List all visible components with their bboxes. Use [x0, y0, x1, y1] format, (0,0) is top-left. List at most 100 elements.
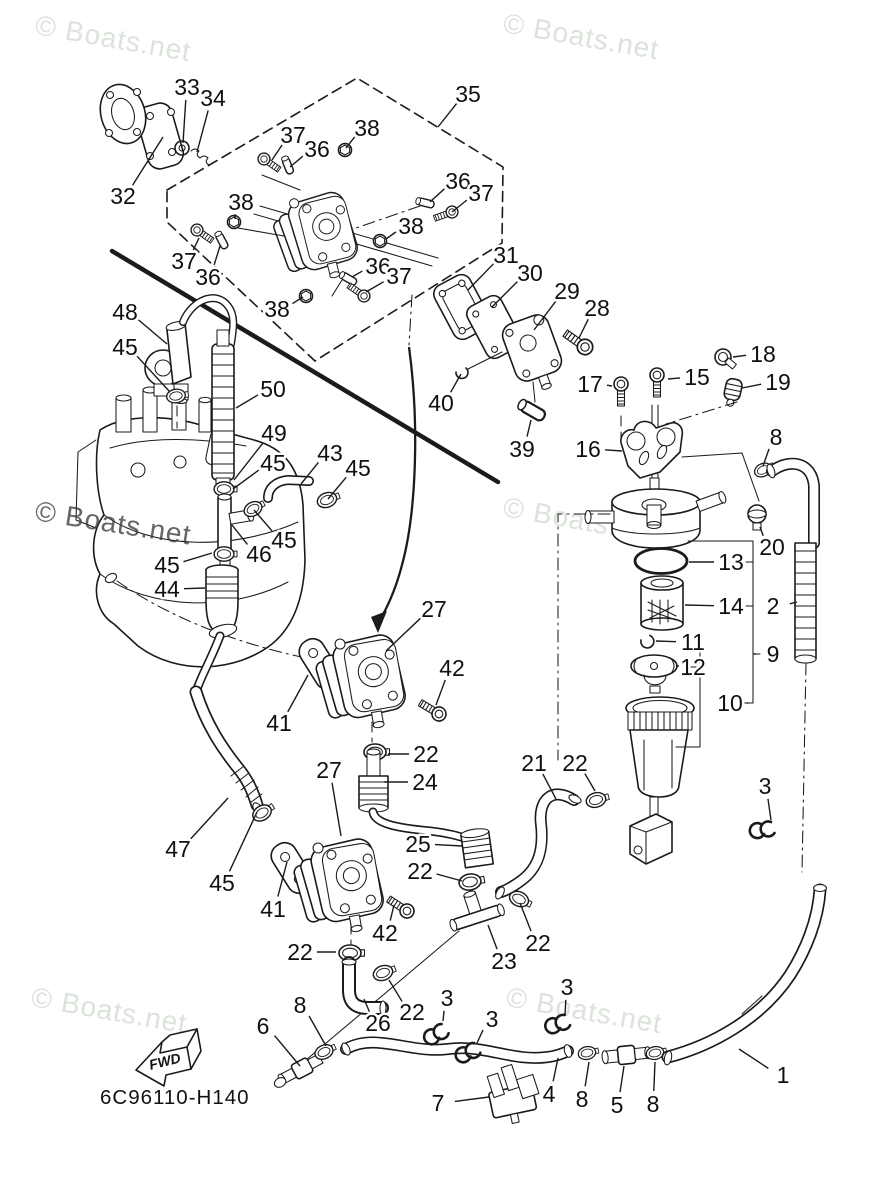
callout-22: 22 — [399, 999, 425, 1025]
detail-arrow-head — [371, 611, 387, 633]
callout-30: 30 — [517, 260, 543, 286]
leader-line — [655, 640, 677, 643]
leader-line — [533, 300, 557, 331]
float-12 — [630, 654, 678, 694]
leader-line — [476, 1029, 484, 1044]
leader-line — [183, 587, 206, 590]
leader-line — [435, 679, 446, 706]
callout-32: 32 — [110, 183, 136, 209]
callout-36: 36 — [195, 264, 221, 290]
hose-47 — [189, 685, 264, 816]
callout-49: 49 — [261, 420, 287, 446]
leader-line — [578, 318, 589, 339]
callout-45: 45 — [271, 527, 297, 553]
callout-36: 36 — [445, 168, 471, 194]
resonator-44 — [205, 564, 239, 639]
hose-1 — [661, 883, 828, 1066]
upper-pump-gasket-group — [432, 273, 597, 424]
callout-45: 45 — [154, 552, 180, 578]
leader-line — [584, 1061, 590, 1087]
leader-line — [388, 979, 403, 1002]
leader-line — [667, 377, 681, 380]
leader-line — [277, 861, 288, 897]
seal-33 — [174, 140, 190, 156]
leader-line — [327, 476, 347, 500]
callout-3: 3 — [759, 773, 772, 799]
leader-line — [231, 524, 248, 545]
callout-17: 17 — [577, 371, 603, 397]
mid-pumps — [265, 628, 535, 1061]
callout-8: 8 — [576, 1086, 589, 1112]
callout-1: 1 — [777, 1062, 790, 1088]
arrow-lead — [408, 294, 413, 346]
callout-3: 3 — [486, 1006, 499, 1032]
callout-10: 10 — [717, 690, 743, 716]
callout-42: 42 — [372, 920, 398, 946]
leader-line — [385, 617, 422, 652]
leader-line — [542, 773, 557, 800]
callout-25: 25 — [405, 831, 431, 857]
hose-21 — [495, 513, 612, 900]
leader-line — [308, 1015, 327, 1047]
leader-line — [762, 448, 770, 467]
callout-19: 19 — [765, 369, 791, 395]
watermark: © Boats.net — [501, 7, 662, 65]
leader-line — [233, 442, 264, 481]
callout-41: 41 — [266, 710, 292, 736]
leader-line — [619, 1065, 625, 1093]
callout-34: 34 — [200, 85, 226, 111]
diagram-code: 6C96110-H140 — [100, 1086, 250, 1109]
leader-line — [253, 509, 273, 532]
callout-38: 38 — [264, 296, 290, 322]
section-lines — [109, 77, 504, 633]
leader-line — [606, 384, 613, 387]
bracket-group-9-10 — [687, 540, 761, 704]
leader-line — [131, 136, 164, 186]
leader-line — [552, 1057, 559, 1082]
leader-line — [519, 902, 532, 932]
leader-line — [741, 383, 762, 389]
leader-line — [300, 462, 319, 485]
leader-line — [436, 873, 463, 882]
leader-line — [136, 355, 171, 393]
callout-14: 14 — [718, 593, 744, 619]
callout-36: 36 — [365, 253, 391, 279]
callout-27: 27 — [421, 596, 447, 622]
leader-line — [451, 199, 468, 213]
leader-line — [287, 674, 309, 713]
leader-line — [385, 231, 397, 240]
callout-47: 47 — [165, 836, 191, 862]
leader-line — [467, 263, 494, 291]
callout-38: 38 — [228, 189, 254, 215]
leader-line — [429, 188, 445, 203]
leader-line — [345, 136, 356, 149]
leader-line — [183, 552, 213, 563]
watermark: © Boats.net — [504, 981, 665, 1039]
callout-23: 23 — [491, 948, 517, 974]
fuel-sensor-connector — [629, 796, 673, 865]
filter-head — [584, 477, 727, 549]
leader-line — [434, 843, 463, 847]
holder-7 — [486, 1063, 540, 1125]
callout-26: 26 — [365, 1010, 391, 1036]
inline-fitting-5 — [601, 1044, 652, 1066]
callout-22: 22 — [407, 858, 433, 884]
callout-50: 50 — [260, 376, 286, 402]
callout-22: 22 — [287, 939, 313, 965]
callout-37: 37 — [468, 180, 494, 206]
detail-arrow-curve — [380, 346, 417, 619]
screw-20 — [747, 504, 767, 531]
callout-39: 39 — [509, 436, 535, 462]
spring-34 — [190, 148, 210, 166]
callout-15: 15 — [684, 364, 710, 390]
cable-tie — [104, 572, 118, 584]
leader-line — [564, 999, 567, 1016]
leader-line — [732, 354, 747, 358]
leader-line — [271, 144, 283, 161]
filter-cup-10 — [625, 696, 695, 798]
callout-37: 37 — [280, 122, 306, 148]
callout-3: 3 — [441, 985, 454, 1011]
callout-43: 43 — [317, 440, 343, 466]
callout-48: 48 — [112, 299, 138, 325]
